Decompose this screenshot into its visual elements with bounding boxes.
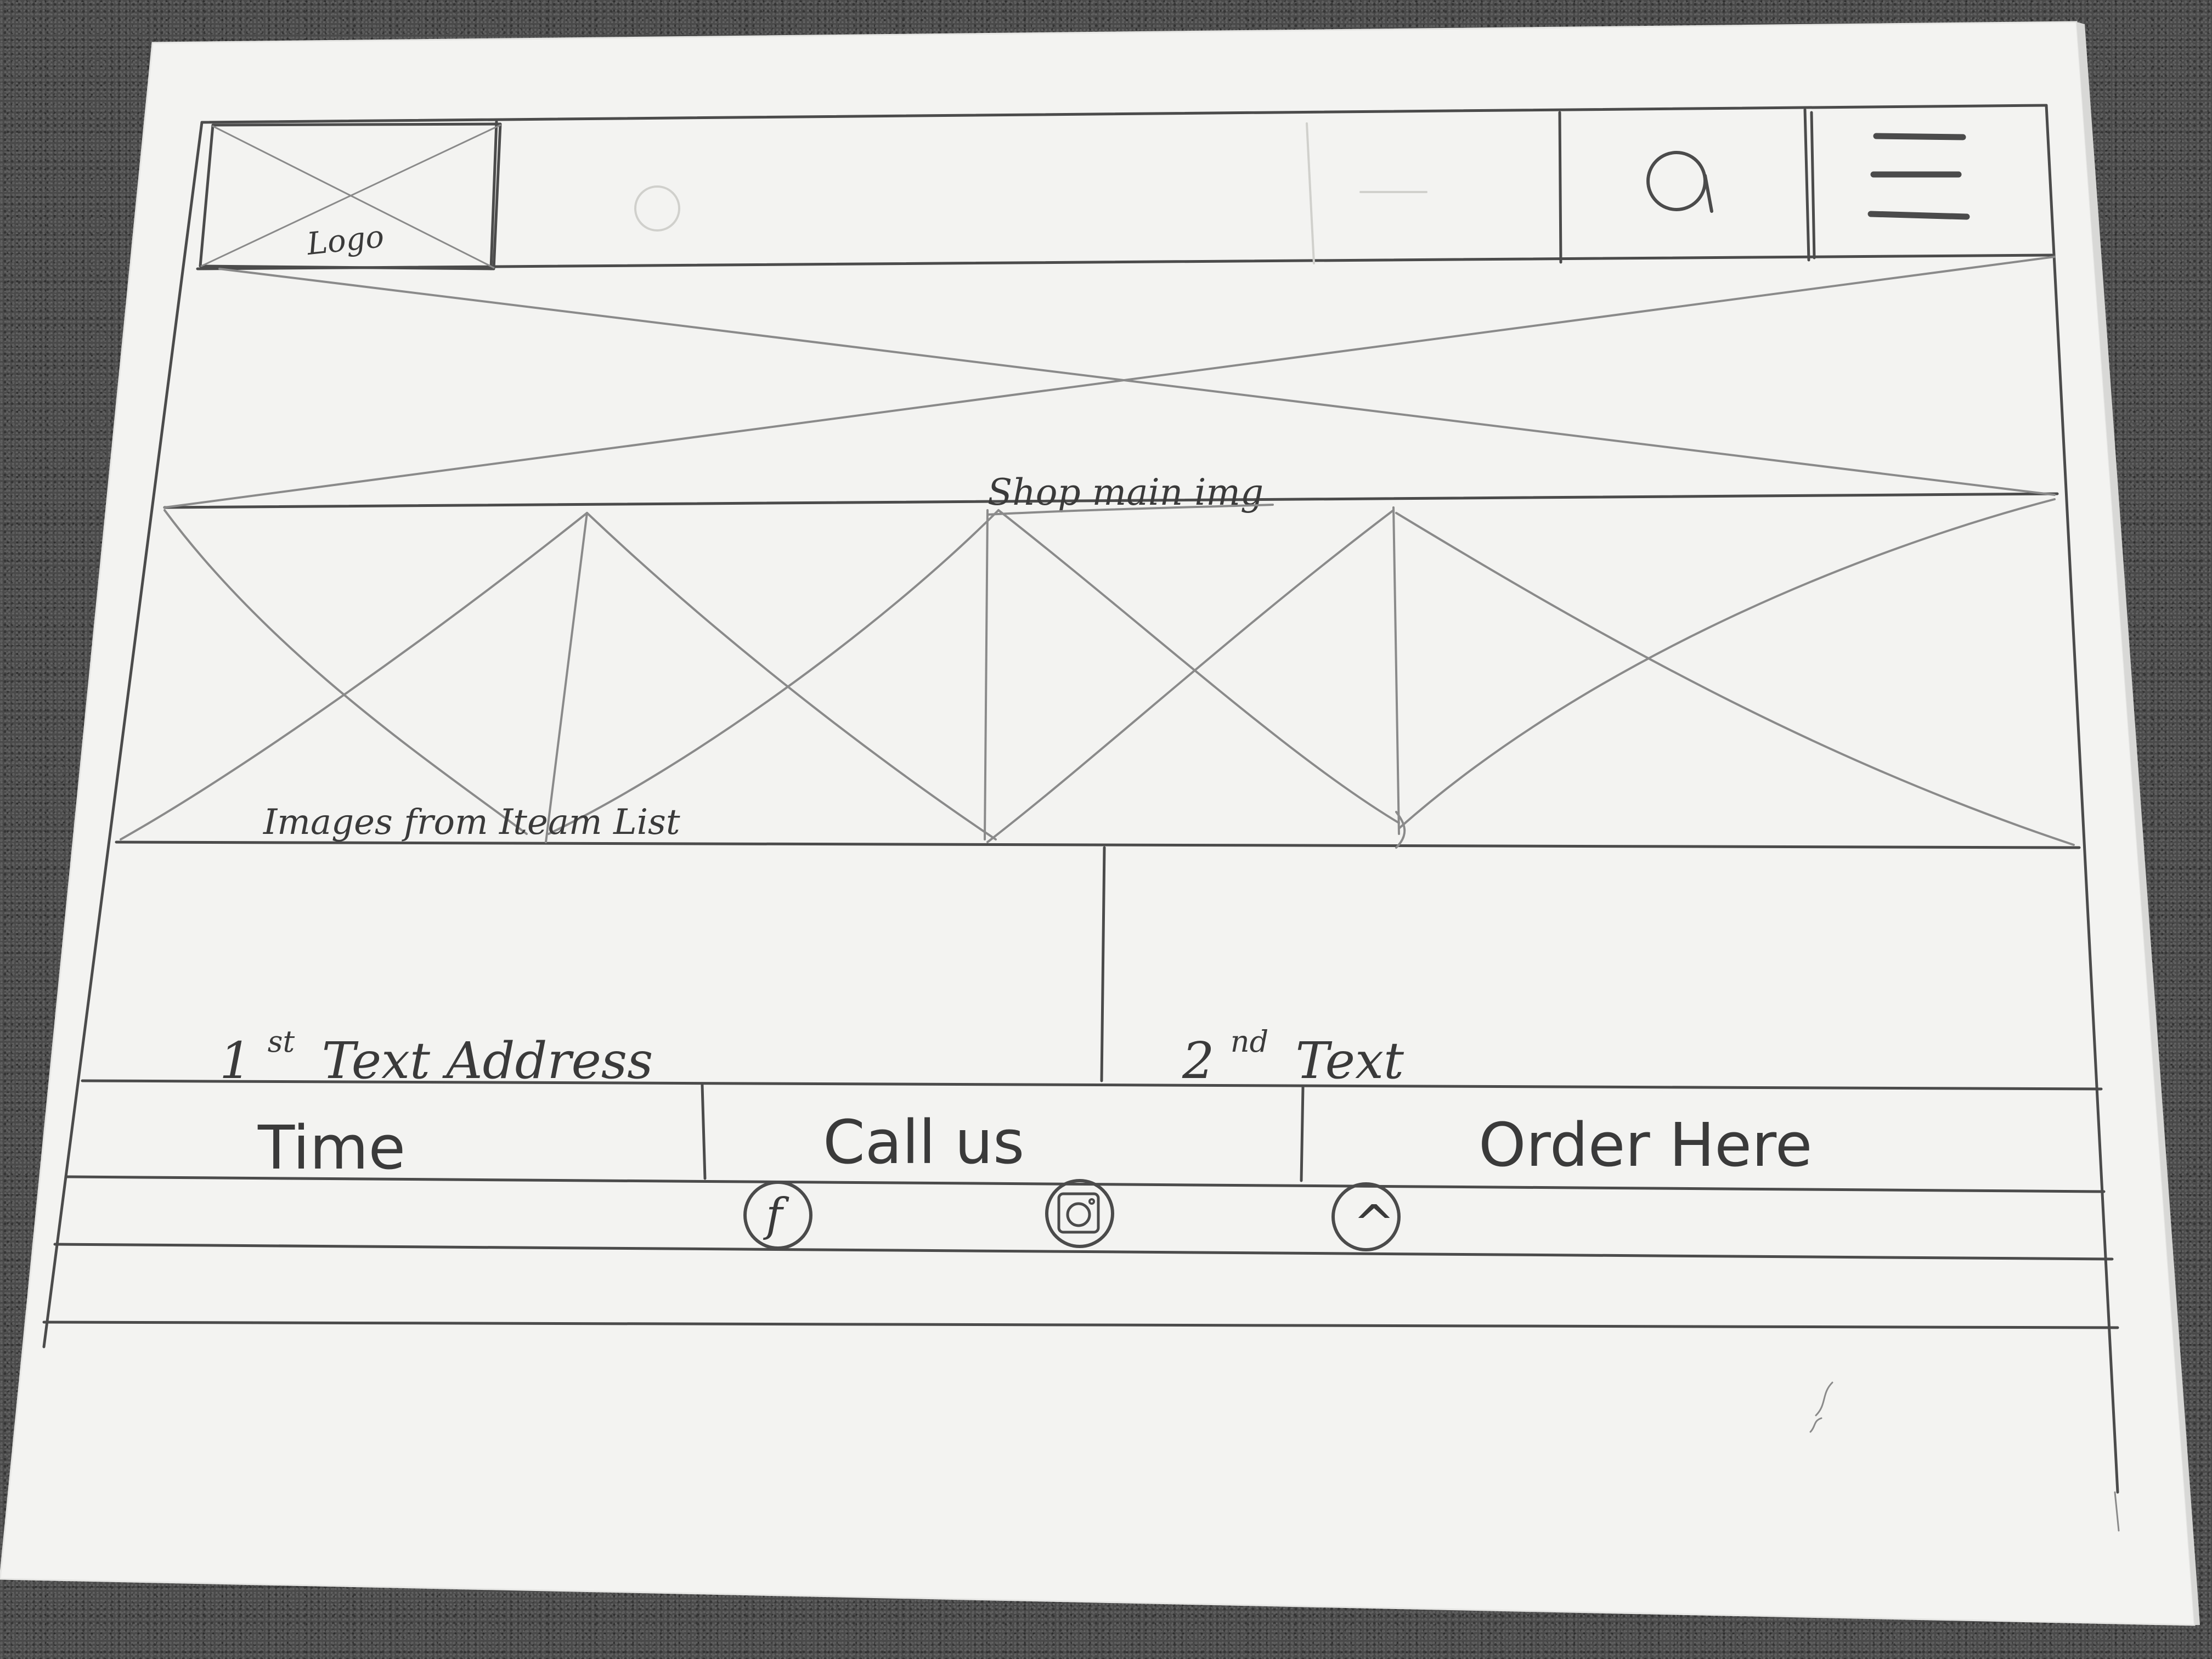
second-text-label: Text [1295, 1031, 1404, 1090]
first-text-suffix: st [268, 1024, 295, 1059]
footer-nav: Time Call us Order Here [64, 1084, 2106, 1193]
search-icon [1646, 151, 1713, 213]
header-bar: Logo [196, 108, 2053, 270]
svg-text:2 nd Text: 2 nd Text [1182, 1005, 1404, 1090]
time-link[interactable]: Time [257, 1113, 405, 1183]
menu-button[interactable] [1867, 133, 1970, 220]
second-text-block: 2 nd Text [1182, 1005, 1404, 1090]
gallery-row: Images from Iteam List [115, 498, 2081, 849]
first-text-ordinal: 1 [219, 1031, 252, 1090]
page-frame [42, 104, 2119, 1494]
first-text-block: 1 st Text Address [219, 1005, 653, 1090]
back-to-top-link[interactable]: ^ [1331, 1182, 1401, 1253]
instagram-icon [1045, 1179, 1114, 1248]
second-text-ordinal: 2 [1182, 1031, 1215, 1090]
paper-shadow-edge [2076, 22, 2200, 1625]
order-here-link[interactable]: Order Here [1479, 1110, 1812, 1180]
gallery-item[interactable] [120, 509, 588, 843]
second-text-suffix: nd [1231, 1024, 1268, 1059]
logo-label: Logo [304, 219, 385, 262]
bottom-rule [1809, 1381, 2120, 1532]
first-text-label: Text Address [321, 1031, 653, 1090]
gallery-label: Images from Iteam List [263, 802, 680, 843]
instagram-link[interactable] [1045, 1179, 1114, 1248]
gallery-item[interactable] [1395, 498, 2075, 849]
gallery-item[interactable] [548, 509, 1000, 840]
back-to-top-icon: ^ [1331, 1182, 1401, 1253]
hamburger-menu-icon [1867, 133, 1970, 220]
svg-text:1 st Text Addr: 1 st Text Address [219, 1005, 653, 1090]
back-to-top-glyph: ^ [1353, 1194, 1395, 1253]
search-button[interactable] [1646, 151, 1713, 213]
hero-image-placeholder[interactable]: Shop main img [163, 256, 2059, 516]
gallery-item[interactable] [986, 506, 1400, 843]
call-us-link[interactable]: Call us [823, 1107, 1024, 1177]
info-section: 1 st Text Address 2 nd Text [81, 846, 2103, 1091]
logo[interactable]: Logo [199, 122, 502, 270]
